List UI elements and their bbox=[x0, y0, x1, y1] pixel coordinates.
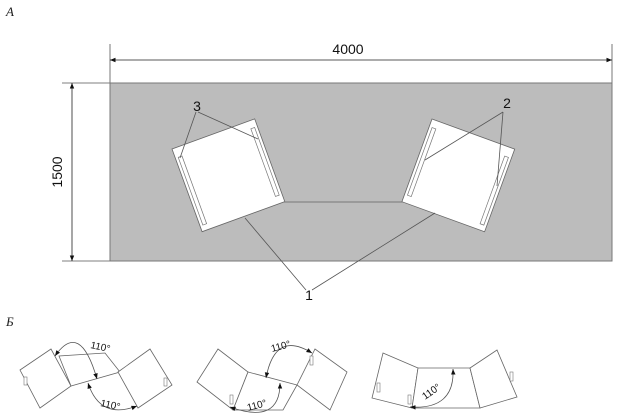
svg-text:3: 3 bbox=[193, 98, 201, 114]
configuration-1: 110° 110° bbox=[19, 340, 173, 413]
svg-text:2: 2 bbox=[503, 95, 511, 111]
height-dimension: 1500 bbox=[49, 82, 110, 262]
callout-2: 2 bbox=[424, 95, 511, 187]
callout-3: 3 bbox=[179, 98, 259, 159]
height-value: 1500 bbox=[49, 156, 65, 187]
svg-text:110°: 110° bbox=[89, 340, 111, 355]
right-panel-slot bbox=[407, 127, 437, 198]
left-panel-slot bbox=[250, 126, 280, 197]
right-panel-slot bbox=[479, 155, 509, 226]
svg-text:110°: 110° bbox=[246, 398, 268, 414]
configuration-3: 110° bbox=[371, 349, 518, 410]
configuration-2: 110° 110° bbox=[196, 339, 348, 414]
width-dimension: 4000 bbox=[109, 41, 613, 83]
right-panel bbox=[401, 118, 516, 233]
part-b-label: Б bbox=[5, 314, 14, 329]
svg-text:1: 1 bbox=[305, 287, 313, 303]
svg-text:110°: 110° bbox=[99, 398, 121, 413]
width-value: 4000 bbox=[332, 41, 363, 57]
part-a-label: А bbox=[5, 4, 14, 19]
callout-1: 1 bbox=[244, 212, 436, 303]
left-panel bbox=[171, 118, 286, 233]
svg-text:110°: 110° bbox=[270, 339, 292, 355]
